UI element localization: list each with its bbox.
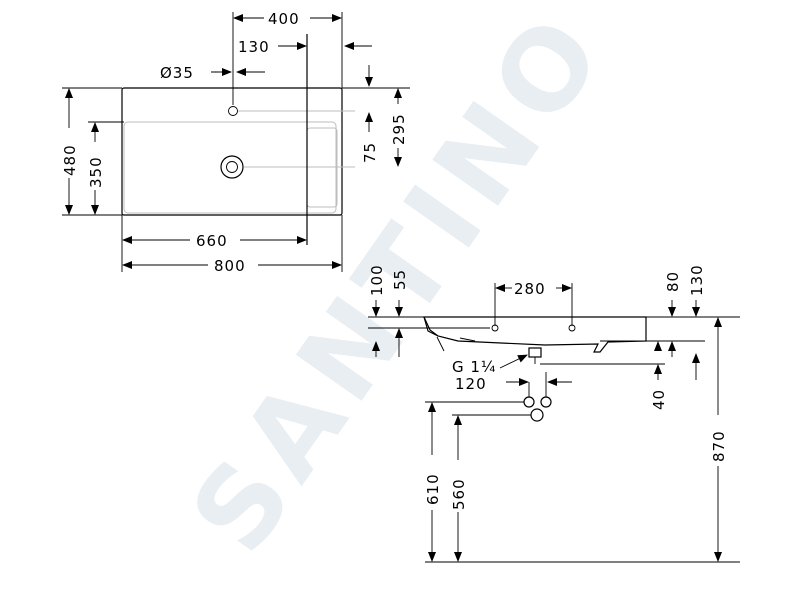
basin-front-edge [423,316,439,337]
basin-profile [423,316,647,353]
drain-inner [226,161,238,173]
dim-80-label: 80 [664,271,682,292]
dim-295-label: 295 [390,113,408,145]
side-view: 100 55 280 80 130 G 1¼ 120 40 610 [368,264,740,563]
basin-leg-left [436,336,445,352]
dim-35-label: Ø35 [160,64,194,82]
thread-label: G 1¼ [452,358,496,376]
drain-outer [220,155,244,179]
dim-660-label: 660 [196,232,228,250]
leader-thread [499,354,528,369]
dim-130-label: 130 [238,38,270,56]
dim-480-label: 480 [61,144,79,176]
dim-610-label: 610 [424,473,442,505]
dim-350-label: 350 [87,156,105,188]
dim-55-label: 55 [391,269,409,290]
waste-outlet [530,408,544,422]
dim-40-label: 40 [650,389,668,410]
dim-800-label: 800 [214,257,246,275]
dim-870-label: 870 [710,430,728,462]
dim-560-label: 560 [450,478,468,510]
supply-left [523,396,535,408]
dim-75-label: 75 [361,142,379,163]
basin-front-detail [459,337,476,342]
dim-400-label: 400 [268,10,300,28]
dim-130-side-label: 130 [688,264,706,296]
supply-right [540,396,552,408]
tap-hole [228,106,238,116]
drain-fitting [528,347,542,358]
basin-outline [121,87,343,216]
dim-100-label: 100 [368,264,386,296]
dim-280-label: 280 [514,280,546,298]
dim-120-label: 120 [455,375,487,393]
top-view: 400 130 Ø35 480 350 75 295 660 800 [61,10,410,275]
